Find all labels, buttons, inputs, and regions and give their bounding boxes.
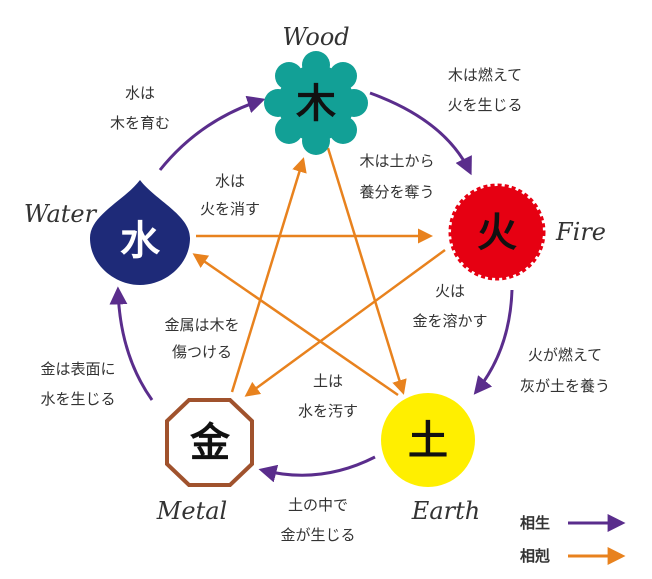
overcoming-labels: 木は土から 養分を奪う 火は 金を溶かす 土は 水を汚す 金属は木を 傷つける … — [164, 152, 487, 420]
legend-overcoming-label: 相剋 — [520, 547, 550, 565]
arrow-earth-to-metal — [258, 455, 376, 483]
earth-glyph: 土 — [408, 418, 448, 464]
arrow-fire-to-earth — [473, 289, 514, 395]
gen-earth-metal-line1: 土の中で — [288, 496, 348, 514]
node-metal: 金 Metal — [156, 398, 254, 525]
gen-water-wood-line2: 木を育む — [110, 114, 170, 132]
fire-glyph: 火 — [477, 210, 517, 256]
wood-shape — [264, 51, 368, 155]
metal-glyph: 金 — [189, 420, 231, 466]
arrow-wood-to-fire — [369, 91, 472, 176]
gen-earth-metal-line2: 金が生じる — [280, 526, 355, 544]
water-glyph: 水 — [120, 218, 161, 264]
gen-metal-water-line2: 水を生じる — [40, 390, 115, 408]
node-wood: 木 Wood — [264, 23, 368, 155]
arrow-metal-to-water — [109, 286, 154, 401]
fire-label: Fire — [555, 218, 606, 246]
earth-label: Earth — [411, 497, 480, 525]
gen-water-wood-line1: 水は — [125, 84, 155, 102]
gen-metal-water-line1: 金は表面に — [40, 360, 115, 378]
gen-fire-earth-line1: 火が燃えて — [528, 346, 602, 364]
ovc-fire-metal-line1: 火は — [435, 282, 465, 300]
arrow-wood-to-earth — [326, 147, 407, 395]
legend: 相生 相剋 — [520, 514, 626, 565]
gen-wood-fire-line1: 木は燃えて — [448, 66, 522, 84]
ovc-metal-wood-line1: 金属は木を — [164, 316, 239, 334]
ovc-wood-earth-line1: 木は土から — [359, 152, 434, 170]
overcoming-arrows — [192, 147, 446, 397]
arrow-earth-to-water — [192, 253, 399, 397]
arrow-fire-to-metal — [244, 248, 446, 397]
node-water: 水 Water — [24, 180, 190, 285]
ovc-wood-earth-line2: 養分を奪う — [359, 183, 434, 201]
generating-labels: 木は燃えて 火を生じる 火が燃えて 灰が土を養う 土の中で 金が生じる 金は表面… — [40, 66, 610, 544]
gen-fire-earth-line2: 灰が土を養う — [520, 377, 610, 395]
ovc-earth-water-line1: 土は — [313, 372, 343, 390]
node-fire: 火 Fire — [448, 183, 606, 281]
fire-shape — [448, 183, 546, 281]
ovc-water-fire-line1: 水は — [215, 172, 245, 190]
earth-shape — [381, 393, 475, 487]
metal-label: Metal — [156, 497, 227, 525]
water-label: Water — [24, 200, 98, 228]
generating-arrows — [109, 91, 514, 483]
arrow-metal-to-wood — [230, 157, 307, 393]
water-shape — [90, 180, 190, 285]
ovc-metal-wood-line2: 傷つける — [172, 343, 232, 361]
ovc-water-fire-line2: 火を消す — [200, 200, 260, 218]
node-earth: 土 Earth — [381, 393, 480, 525]
wood-glyph: 木 — [296, 81, 336, 127]
ovc-earth-water-line2: 水を汚す — [298, 402, 358, 420]
gen-wood-fire-line2: 火を生じる — [447, 96, 522, 114]
arrow-water-to-wood — [158, 95, 266, 171]
wood-label: Wood — [282, 23, 349, 51]
ovc-fire-metal-line2: 金を溶かす — [412, 312, 487, 330]
metal-shape — [165, 398, 254, 487]
legend-generating-label: 相生 — [520, 514, 550, 532]
